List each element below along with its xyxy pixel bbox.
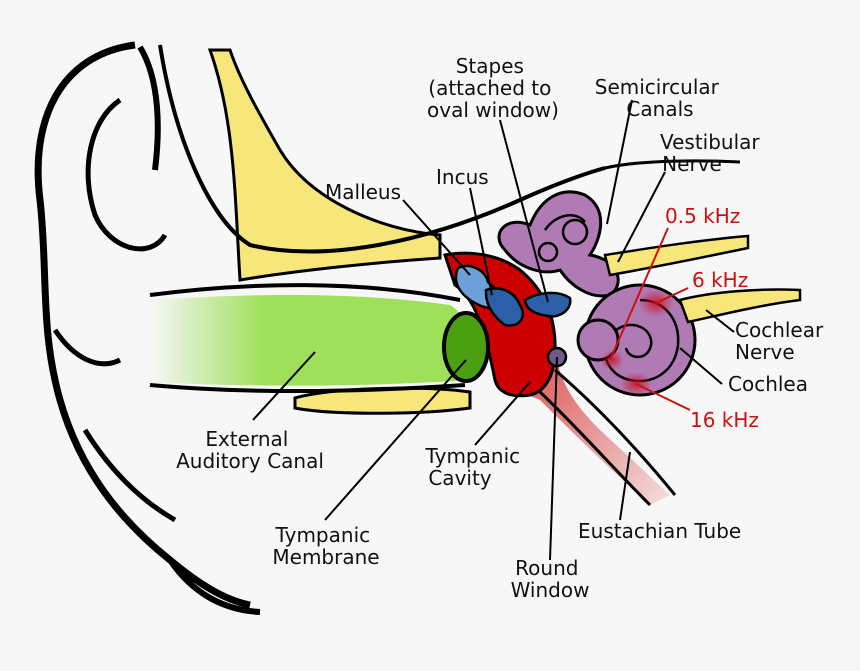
label-eustachian-tube: Eustachian Tube <box>578 519 741 543</box>
labels: Stapes (attached to oval window) Semicir… <box>176 54 830 602</box>
pointer-round-window <box>549 356 558 561</box>
label-tympanic-membrane: Tympanic Membrane <box>272 523 379 569</box>
label-6khz: 6 kHz <box>692 268 748 292</box>
label-semicircular-canals: Semicircular Canals <box>595 75 725 121</box>
pointer-malleus <box>402 199 471 276</box>
label-incus: Incus <box>436 165 489 189</box>
ossicles <box>454 264 572 327</box>
pointer-6khz <box>655 287 689 304</box>
tympanic-membrane-shape <box>442 311 490 383</box>
label-stapes: Stapes (attached to oval window) <box>427 54 559 122</box>
label-malleus: Malleus <box>325 180 401 204</box>
label-pointers <box>252 99 735 561</box>
label-tympanic-cavity: Tympanic Cavity <box>425 444 527 490</box>
label-05khz: 0.5 kHz <box>665 204 740 228</box>
label-vestibular-nerve: Vestibular Nerve <box>660 130 766 176</box>
label-16khz: 16 kHz <box>690 408 759 432</box>
pointer-vestibular <box>617 171 666 263</box>
pointer-external-canal <box>252 351 316 421</box>
pointer-stapes <box>499 119 549 303</box>
pointer-semicircular <box>606 99 633 225</box>
label-round-window: Round Window <box>511 556 590 602</box>
pointer-cochlear-nerve <box>705 309 735 333</box>
external-auditory-canal <box>149 283 474 394</box>
pointer-16khz <box>635 383 691 411</box>
pointer-incus <box>469 187 493 296</box>
label-cochlear-nerve: Cochlear Nerve <box>735 318 830 364</box>
pointer-cochlea <box>679 347 723 385</box>
label-external-auditory-canal: External Auditory Canal <box>176 427 324 473</box>
pointer-05khz <box>609 227 669 361</box>
pinna <box>34 41 261 615</box>
temporal-bone <box>158 44 606 415</box>
pointer-tympanic-cavity <box>474 381 531 446</box>
pointer-tympanic-membrane <box>324 359 467 521</box>
pointer-eustachian <box>619 451 631 521</box>
label-cochlea: Cochlea <box>728 372 808 396</box>
